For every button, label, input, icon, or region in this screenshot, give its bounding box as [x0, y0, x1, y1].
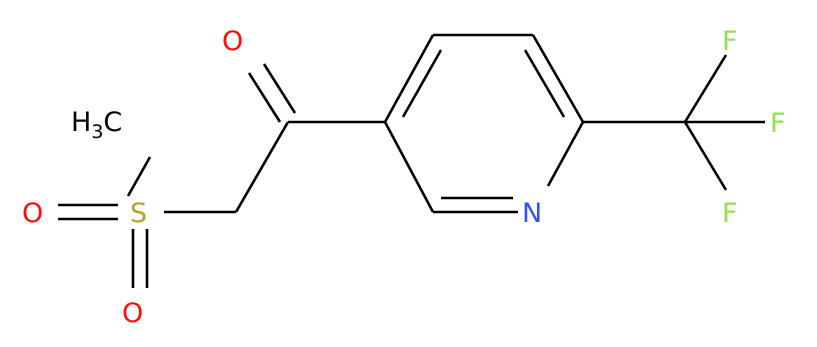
methyl-sub: 3 [91, 121, 103, 143]
atom-o-sulfonyl-bottom: O [122, 298, 143, 329]
bonds [58, 33, 765, 288]
bond-ring-c6-n [546, 121, 585, 187]
atom-o-ketone: O [222, 26, 243, 57]
bond-cf3-f-top [683, 54, 728, 123]
bond-carbonyl-ch2 [234, 121, 290, 213]
atom-methyl: H3C [71, 107, 122, 143]
atom-labels: O H3C S O O N F F F [22, 26, 786, 329]
atom-nitrogen: N [522, 198, 542, 229]
atom-f-bottom: F [722, 198, 738, 229]
bond-cf3-f-bottom [683, 121, 728, 191]
bond-s-ch3 [126, 156, 152, 197]
bond-ring-c5-c6-inner [523, 49, 566, 118]
bond-ring-c5-c6 [531, 34, 585, 123]
bond-ring-c2-c3 [383, 121, 435, 213]
atom-o-sulfonyl-left: O [22, 198, 43, 229]
atom-f-right: F [770, 108, 786, 139]
atom-f-top: F [722, 26, 738, 57]
bond-co-double-1 [247, 72, 282, 123]
atom-sulfur: S [130, 198, 147, 229]
methyl-c: C [103, 107, 122, 138]
bond-ring-c3-c4 [383, 34, 435, 123]
bond-ring-c3-c4-inner [401, 49, 443, 118]
bond-co-double-2 [262, 63, 297, 114]
methyl-h: H [71, 107, 91, 138]
